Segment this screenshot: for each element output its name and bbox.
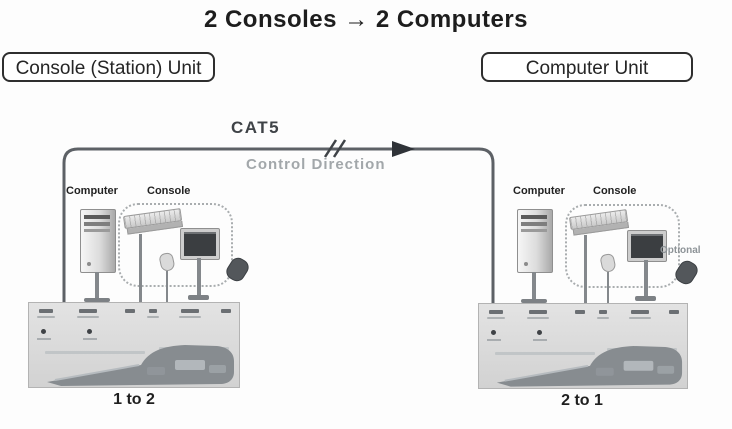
led-indicator: [87, 329, 92, 334]
wedge-label-patch: [209, 365, 226, 373]
console-devices-zone: [118, 203, 233, 287]
led-caption-mark: [83, 338, 97, 340]
port-tick: [147, 316, 159, 318]
monitor-screen: [184, 232, 216, 256]
kvm-unit-side-view: [496, 346, 683, 387]
wedge-label-patch: [595, 367, 614, 376]
led-caption-mark: [533, 339, 547, 341]
tower-drive-slot: [521, 229, 547, 232]
page-title: 2 Consoles → 2 Computers: [203, 6, 529, 33]
pc-tower-icon: [517, 209, 553, 273]
port-tick: [179, 316, 201, 318]
monitor-stand-base: [188, 295, 209, 300]
keyboard-stand: [584, 235, 587, 303]
tower-drive-slot: [84, 215, 110, 219]
console-station-unit-label: Console (Station) Unit: [2, 52, 215, 82]
port-tick: [629, 317, 651, 319]
tower-drive-slot: [521, 222, 547, 226]
wedge-body: [496, 346, 683, 387]
port-mark: [149, 309, 157, 313]
keyboard-stand: [139, 234, 142, 302]
tower-stand-base: [84, 298, 110, 302]
tower-stand: [95, 272, 99, 300]
monitor-stand: [197, 258, 201, 296]
port-tick: [77, 316, 99, 318]
kvm-switch-panel: [28, 302, 240, 388]
port-mark: [181, 309, 199, 313]
cable-break-icon: [323, 139, 338, 158]
port-mark: [599, 310, 607, 314]
tower-power-button: [524, 262, 528, 266]
wedge-label-patch: [147, 367, 165, 375]
port-tick: [37, 316, 55, 318]
mouse-stand: [607, 272, 609, 303]
led-caption-mark: [487, 339, 501, 341]
tower-stand: [532, 272, 536, 301]
cable-break-icon: [332, 139, 347, 158]
port-mark: [575, 310, 585, 314]
left-computer-label: Computer: [66, 185, 118, 197]
kvm-unit-side-view: [47, 345, 234, 386]
tower-power-button: [87, 262, 91, 266]
monitor-icon: [180, 228, 220, 260]
panel-text-mark: [45, 351, 145, 354]
console-devices-zone: [565, 204, 680, 288]
cat5-label: CAT5: [231, 118, 281, 137]
monitor-stand: [644, 260, 648, 297]
port-mark: [669, 310, 679, 314]
port-mark: [125, 309, 135, 313]
control-direction-label: Control Direction: [246, 156, 386, 173]
computer-unit-label: Computer Unit: [481, 52, 693, 82]
left-console-label: Console: [147, 185, 191, 197]
cable-line: [62, 147, 495, 311]
tower-drive-slot: [84, 229, 110, 232]
tower-stand-base: [521, 299, 547, 303]
port-mark: [631, 310, 649, 314]
wedge-highlight: [504, 364, 589, 382]
right-computer-label: Computer: [513, 185, 565, 197]
wedge-label-patch: [623, 360, 654, 371]
port-tick: [527, 317, 549, 319]
wedge-body: [47, 345, 234, 386]
tower-drive-slot: [521, 215, 547, 219]
tower-drive-slot: [84, 222, 110, 226]
wedge-label-patch: [175, 360, 205, 370]
led-indicator: [537, 330, 542, 335]
kvm-switch-panel: [478, 303, 688, 389]
led-indicator: [491, 330, 496, 335]
port-mark: [79, 309, 97, 313]
port-mark: [529, 310, 547, 314]
monitor-stand-base: [635, 296, 656, 301]
led-indicator: [41, 329, 46, 334]
port-mark: [489, 310, 503, 314]
port-tick: [487, 317, 505, 319]
wedge-highlight: [54, 364, 140, 381]
left-caption: 1 to 2: [113, 391, 155, 408]
port-tick: [597, 317, 609, 319]
mouse-stand: [166, 271, 168, 302]
led-caption-mark: [37, 338, 51, 340]
monitor-screen: [631, 234, 663, 258]
panel-text-mark: [495, 352, 595, 355]
optional-label: Optional: [660, 245, 701, 256]
port-mark: [39, 309, 53, 313]
direction-arrow-icon: [392, 141, 415, 157]
right-console-label: Console: [593, 185, 637, 197]
wedge-label-patch: [657, 365, 675, 374]
pc-tower-icon: [80, 209, 116, 273]
port-mark: [221, 309, 231, 313]
right-caption: 2 to 1: [561, 392, 603, 409]
